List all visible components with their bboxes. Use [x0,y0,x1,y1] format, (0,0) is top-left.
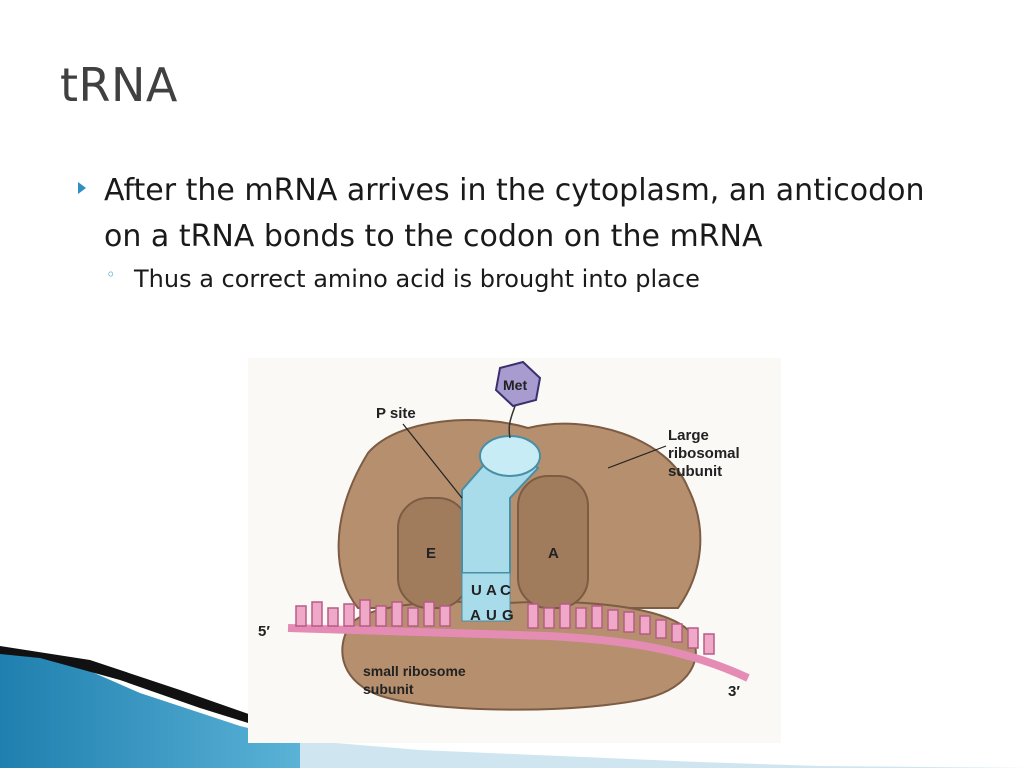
codon-g: G [502,607,514,624]
bullet-text: After the mRNA arrives in the cytoplasm,… [104,173,925,254]
bullet-item: After the mRNA arrives in the cytoplasm,… [74,168,954,260]
anticodon-a: A [486,582,497,599]
met-hexagon [494,360,542,408]
circle-bullet-icon: ◦ [106,265,116,284]
bullet-arrow-icon [78,182,86,194]
ribosome-figure: U A C A U [248,358,781,743]
three-prime-label: 3′ [728,683,740,700]
small-subunit-label-2: subunit [363,681,414,697]
met-label: Met [503,377,527,393]
anticodon-c: C [500,582,511,599]
large-subunit-label-3: subunit [668,463,722,480]
large-subunit-label-2: ribosomal [668,445,740,462]
five-prime-label: 5′ [258,623,270,640]
bullet-list: After the mRNA arrives in the cytoplasm,… [74,168,954,296]
codon-u: U [486,607,497,624]
e-site-label: E [426,545,436,562]
mrna-bases [295,599,715,655]
p-site-label: P site [376,405,416,422]
slide-title: tRNA [60,58,178,112]
a-site-pocket [517,475,589,609]
a-site-label: A [548,545,559,562]
anticodon-u: U [471,582,482,599]
mrna-strand [287,624,750,682]
sub-bullet-text: Thus a correct amino acid is brought int… [134,265,700,293]
codon-a: A [470,607,481,624]
small-subunit-label-1: small ribosome [363,663,466,679]
sub-bullet-item: ◦ Thus a correct amino acid is brought i… [74,262,954,296]
large-subunit-label-1: Large [668,427,709,444]
footer-wave-decoration [0,646,1024,768]
